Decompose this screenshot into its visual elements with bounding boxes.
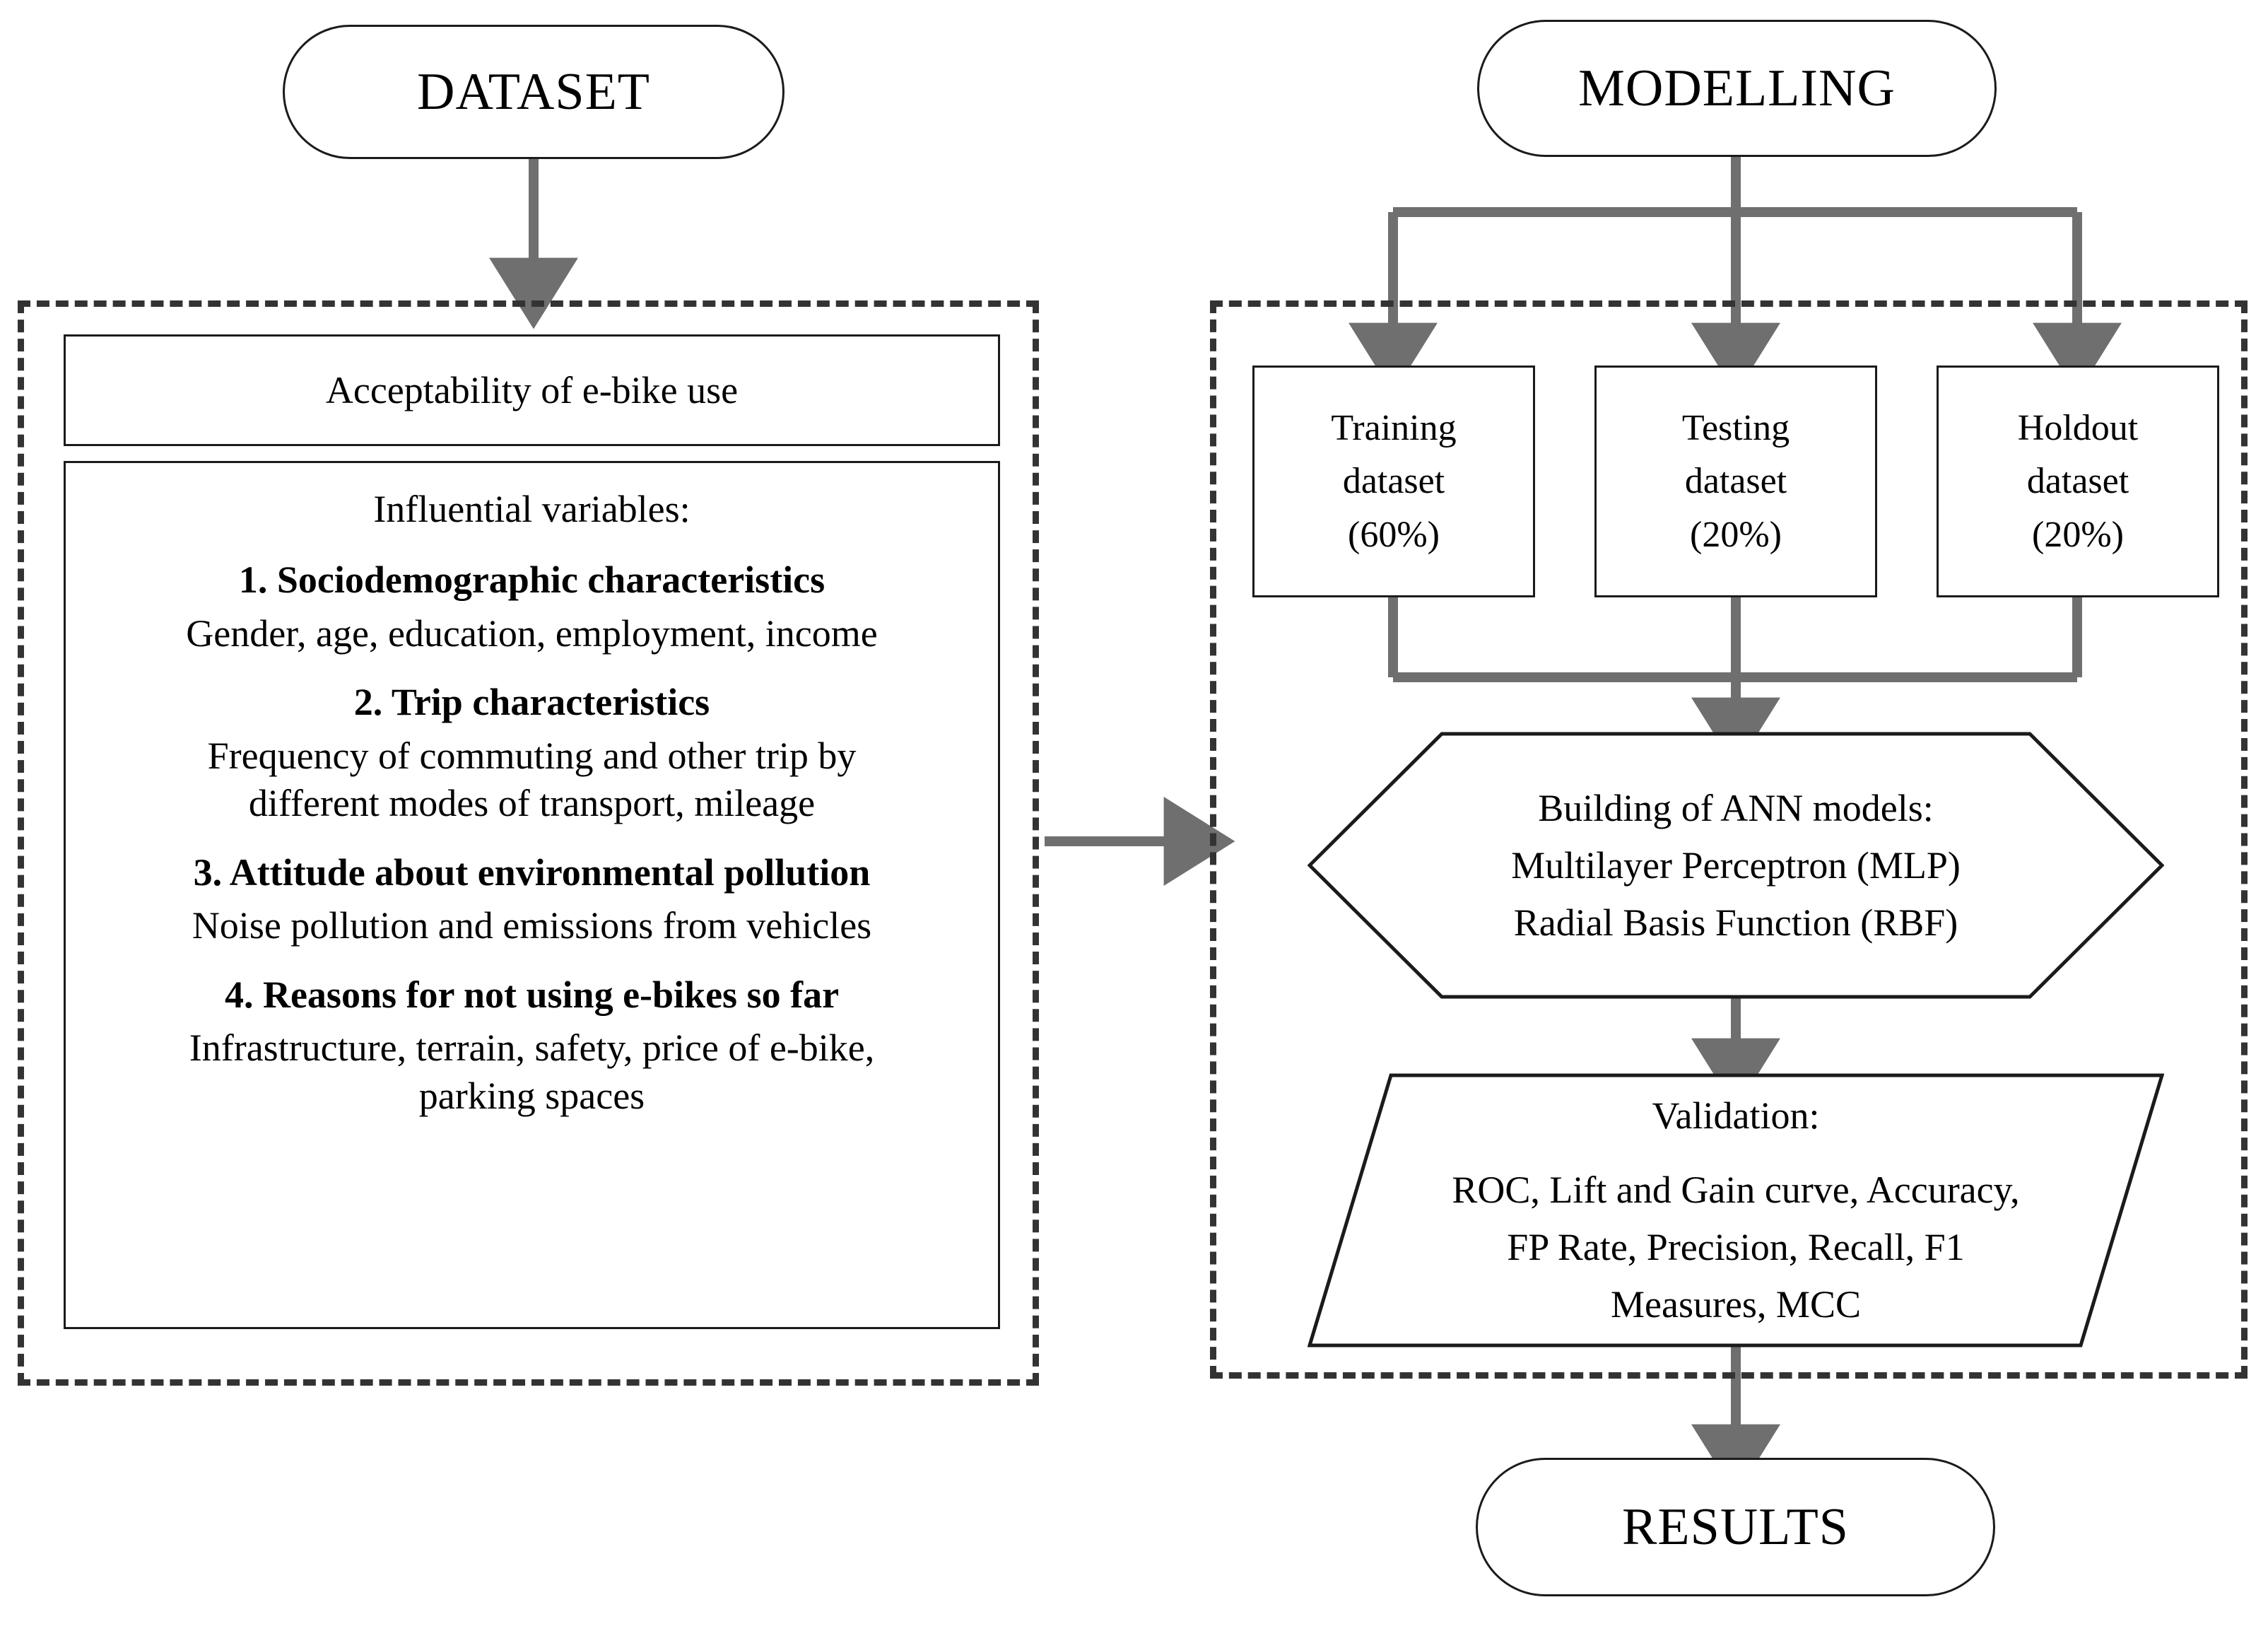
dataset-terminator[interactable]: DATASET [283,25,785,159]
modelling-label: MODELLING [1578,59,1896,117]
variable-group-1: 1. Sociodemographic characteristics Gend… [66,556,998,657]
target-variable-box[interactable]: Acceptability of e-bike use [64,334,1000,446]
ann-build-line1: Building of ANN models: [1538,786,1934,829]
variable-group-2-title: 2. Trip characteristics [353,681,710,723]
holdout-dataset-box[interactable]: Holdout dataset (20%) [1937,366,2219,597]
variable-group-3-body: Noise pollution and emissions from vehic… [192,904,872,947]
ann-model-building-node[interactable]: Building of ANN models: Multilayer Perce… [1308,732,2164,999]
variables-heading: Influential variables: [373,488,691,530]
testing-dataset-name-line1: Testing [1681,407,1790,448]
training-dataset-name-line2: dataset [1342,461,1445,502]
target-variable-label: Acceptability of e-bike use [325,369,739,411]
validation-line1: Validation: [1652,1094,1820,1137]
influential-variables-box[interactable]: Influential variables: 1. Sociodemograph… [64,461,1000,1329]
variable-group-2-body-line2: different modes of transport, mileage [248,782,816,824]
variable-group-4-title: 4. Reasons for not using e-bikes so far [224,973,840,1016]
variable-group-4-body-line1: Infrastructure, terrain, safety, price o… [189,1027,875,1069]
variable-group-1-body: Gender, age, education, employment, inco… [186,612,878,655]
variable-group-3: 3. Attitude about environmental pollutio… [66,849,998,950]
results-label: RESULTS [1622,1498,1849,1556]
training-dataset-share: (60%) [1348,514,1440,555]
validation-line3: FP Rate, Precision, Recall, F1 [1507,1226,1965,1268]
dataset-label: DATASET [417,63,650,121]
modelling-terminator[interactable]: MODELLING [1477,20,1997,157]
ann-build-line2: Multilayer Perceptron (MLP) [1511,843,1961,887]
modelling-group-container [1210,300,2248,1379]
testing-dataset-name-line2: dataset [1684,461,1787,502]
holdout-dataset-share: (20%) [2032,514,2124,555]
variable-group-1-title: 1. Sociodemographic characteristics [238,559,825,601]
training-dataset-name-line1: Training [1331,407,1457,448]
holdout-dataset-name-line1: Holdout [2017,407,2139,448]
variable-group-4-body-line2: parking spaces [418,1074,645,1117]
testing-dataset-box[interactable]: Testing dataset (20%) [1594,366,1877,597]
validation-node[interactable]: Validation: ROC, Lift and Gain curve, Ac… [1308,1073,2164,1348]
parallelogram-shape [1308,1073,2164,1348]
training-dataset-box[interactable]: Training dataset (60%) [1252,366,1535,597]
variable-group-3-title: 3. Attitude about environmental pollutio… [193,850,871,894]
results-terminator[interactable]: RESULTS [1476,1458,1995,1596]
testing-dataset-share: (20%) [1690,514,1782,555]
validation-line4: Measures, MCC [1611,1283,1861,1326]
holdout-dataset-name-line2: dataset [2026,461,2129,502]
variable-group-4: 4. Reasons for not using e-bikes so far … [66,971,998,1121]
variable-group-2-body-line1: Frequency of commuting and other trip by [207,734,857,777]
variable-group-2: 2. Trip characteristics Frequency of com… [66,679,998,828]
validation-line2: ROC, Lift and Gain curve, Accuracy, [1452,1169,2020,1211]
hexagon-shape [1308,732,2164,999]
dataset-group-container [18,300,1039,1386]
ann-build-line3: Radial Basis Function (RBF) [1513,901,1958,944]
